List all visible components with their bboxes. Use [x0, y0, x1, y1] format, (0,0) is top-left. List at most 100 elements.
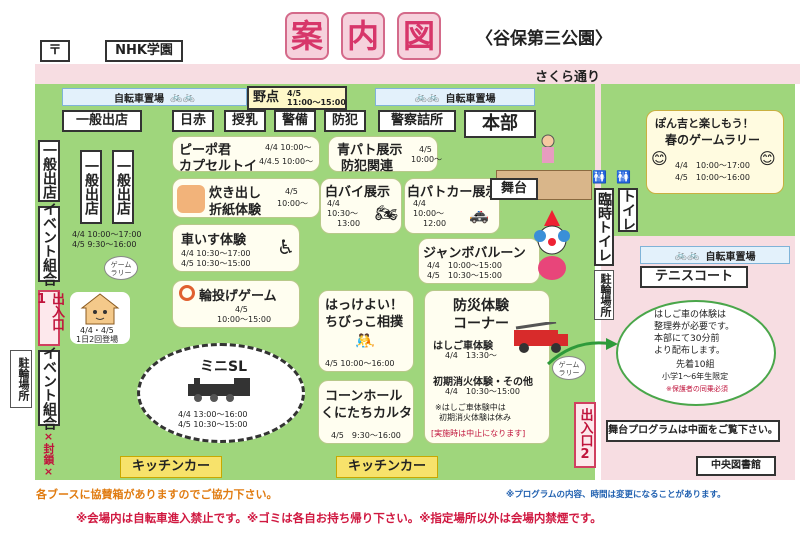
- cornhole-title-2: くにたちカルタ: [321, 406, 413, 421]
- sumo-title-1: はっけよい！: [325, 298, 404, 313]
- kitchen-car-1: キッチンカー: [120, 456, 222, 478]
- kitchen-car-2: キッチンカー: [336, 456, 438, 478]
- sakura-street: さくら通り: [35, 64, 800, 85]
- ladder-info-2: 整理券が必要です。: [654, 322, 735, 332]
- white-patrol-car-time-2: 10:00～: [413, 209, 445, 218]
- closed-gate: ×封鎖×: [42, 430, 55, 478]
- wheelchair-booth: 車いす体験 4/4 10:30～17:00 4/5 10:30～15:00 ♿: [172, 224, 300, 272]
- character-face-icon-2: 😊: [759, 149, 776, 168]
- street-label: さくら通り: [535, 70, 601, 85]
- noten-date: 4/5: [287, 89, 302, 98]
- jumbo-balloon-title: ジャンボバルーン: [423, 246, 526, 261]
- piipo-title-2: カプセルトイ: [179, 159, 258, 174]
- disaster-note-2: 初期消火体験は休み: [439, 413, 511, 422]
- jumbo-balloon-time-1: 4/4 10:00～15:00: [427, 261, 502, 270]
- bicycle-icon: 🚲🚲: [414, 91, 440, 103]
- ladder-truck-label: はしご車体験: [433, 341, 493, 352]
- mascot-icon: [80, 293, 120, 325]
- blue-patrol-title-1: 青パト展示: [337, 143, 403, 158]
- patrol-car-icon: 🚓: [469, 205, 489, 224]
- ladder-info-6: 小学1～6年生限定: [662, 372, 729, 381]
- mini-sl-track: ミニSL 4/4 13:00～16:00 4/5 10:30～15:00: [137, 343, 305, 443]
- blue-patrol-title-2: 防犯関連: [341, 159, 394, 174]
- bicycle-icon: 🚲🚲: [674, 249, 700, 261]
- general-stalls-left-1: 一般出店: [38, 140, 60, 202]
- fire-drill-label: 初期消火体験・その他: [433, 377, 533, 388]
- title-char-3: 図: [397, 12, 441, 60]
- ladder-info-3: 本部にて30分前: [654, 334, 720, 344]
- blue-patrol-time-1: 4/5: [419, 145, 432, 154]
- bike-parking-2: 🚲🚲 自転車置場: [375, 88, 535, 106]
- bicycle-parking-west: 駐輪場所: [10, 350, 32, 408]
- mini-sl-time-1: 4/4 13:00～16:00: [178, 410, 248, 419]
- piipo-time-1: 4/4 10:00～: [265, 143, 312, 152]
- game-rally-box: ぽん吉と楽しもう！ 春のゲームラリー 😊 😊 4/4 10:00～17:00 4…: [646, 110, 784, 194]
- disaster-title-2: コーナー: [453, 316, 509, 332]
- general-stalls-left-2: 一般出店: [80, 150, 102, 224]
- white-bike-time-1: 4/4: [327, 199, 340, 208]
- mascot-time-2: 1日2回登場: [76, 335, 119, 344]
- nhk-school-label: NHK学園: [105, 40, 183, 62]
- blue-patrol-time-2: 10:00～: [411, 155, 443, 164]
- general-stalls-time-1: 4/4 10:00～17:00: [72, 230, 142, 239]
- tennis-court: テニスコート: [640, 266, 748, 288]
- tent-nursing: 授乳: [224, 110, 266, 132]
- mascot-area: 4/4・4/5 1日2回登場: [70, 292, 130, 344]
- footer-rules-note: ※会場内は自転車進入禁止です。※ゴミは各自お持ち帰り下さい。※指定場所以外は会場…: [76, 511, 602, 525]
- tent-red-cross: 日赤: [172, 110, 214, 132]
- bike-parking-1: 自転車置場 🚲🚲: [62, 88, 247, 106]
- general-stalls-time-2: 4/5 9:30～16:00: [72, 240, 137, 249]
- game-rally-time-1: 4/4 10:00～17:00: [675, 161, 750, 170]
- stage-label: 舞台: [490, 178, 538, 200]
- noten-booth: 野点 4/5 11:00～15:00: [247, 86, 347, 110]
- tent-security: 警備: [274, 110, 316, 132]
- bicycle-icon: 🚲🚲: [170, 91, 195, 103]
- white-bike-time-2: 10:30～: [327, 209, 359, 218]
- ladder-info-1: はしご車の体験は: [654, 310, 727, 320]
- game-rally-bubble-1: ゲーム ラリー: [104, 256, 138, 280]
- steam-train-icon: [188, 378, 250, 402]
- entrance-2: 出入口2: [574, 402, 596, 468]
- event-union-stall-1: イベント組合: [38, 202, 60, 286]
- game-rally-bubble-2: ゲーム ラリー: [552, 356, 586, 380]
- clown-balloon-icon: [534, 210, 570, 280]
- motorcycle-icon: 🏍: [375, 203, 398, 224]
- piipo-time-2: 4/4.5 10:00～: [259, 157, 314, 166]
- noten-title: 野点: [253, 90, 280, 105]
- blue-patrol-booth: 青パト展示 防犯関連 4/5 10:00～: [328, 136, 442, 174]
- general-stalls-top: 一般出店: [62, 110, 142, 132]
- toilet-icon-2: 🚻: [616, 170, 631, 184]
- mini-sl-time-2: 4/5 10:30～15:00: [178, 420, 248, 429]
- wheelchair-icon: ♿: [277, 235, 295, 259]
- tent-police-box: 警察詰所: [378, 110, 456, 132]
- ring-icon: [179, 285, 195, 301]
- ring-toss-booth: 輪投げゲーム 4/5 10:00～15:00: [172, 280, 300, 328]
- disaster-rain-note: [実施時は中止になります]: [431, 429, 526, 438]
- wheelchair-time-1: 4/4 10:30～17:00: [181, 249, 251, 258]
- footer-donation-note: 各ブースに協賛箱がありますのでご協力下さい。: [36, 488, 278, 501]
- disaster-note-1: ※はしご車体験中は: [435, 403, 506, 412]
- jumbo-balloon-booth: ジャンボバルーン 4/4 10:00～15:00 4/5 10:30～15:00: [418, 238, 540, 284]
- white-patrol-car-time-3: 12:00: [423, 219, 447, 228]
- bike-parking-label: 自転車置場: [445, 93, 496, 105]
- takidashi-time-2: 10:00～: [277, 199, 309, 208]
- sumo-time-1: 4/5 10:00～16:00: [325, 359, 395, 368]
- ladder-truck-time: 4/4 13:30～: [445, 351, 497, 360]
- sumo-booth: はっけよい！ ちびっこ相撲 🤼 4/5 10:00～16:00: [318, 290, 414, 372]
- sumo-title-2: ちびっこ相撲: [325, 315, 404, 330]
- game-rally-line-1: ぽん吉と楽しもう！: [655, 117, 754, 130]
- bike-parking-label: 自転車置場: [705, 251, 756, 263]
- white-patrol-car-booth: 白パトカー展示 4/4 10:00～ 12:00 🚓: [404, 178, 500, 234]
- mascot-time-1: 4/4・4/5: [80, 326, 114, 335]
- toilet-icon-1: 🚻: [592, 170, 607, 184]
- cooking-icon: [177, 185, 205, 213]
- mini-sl-title: ミニSL: [200, 359, 248, 375]
- wheelchair-title: 車いす体験: [181, 233, 247, 248]
- ring-toss-time-1: 4/5: [235, 305, 248, 314]
- sumo-wrestler-icon: 🤼: [355, 331, 375, 350]
- game-rally-time-2: 4/5 10:00～16:00: [675, 173, 750, 182]
- bike-parking-label: 自転車置場: [114, 93, 165, 105]
- toilet-label: トイレ: [618, 188, 638, 232]
- path-divider: [595, 84, 601, 236]
- ring-toss-time-2: 10:00～15:00: [217, 315, 272, 324]
